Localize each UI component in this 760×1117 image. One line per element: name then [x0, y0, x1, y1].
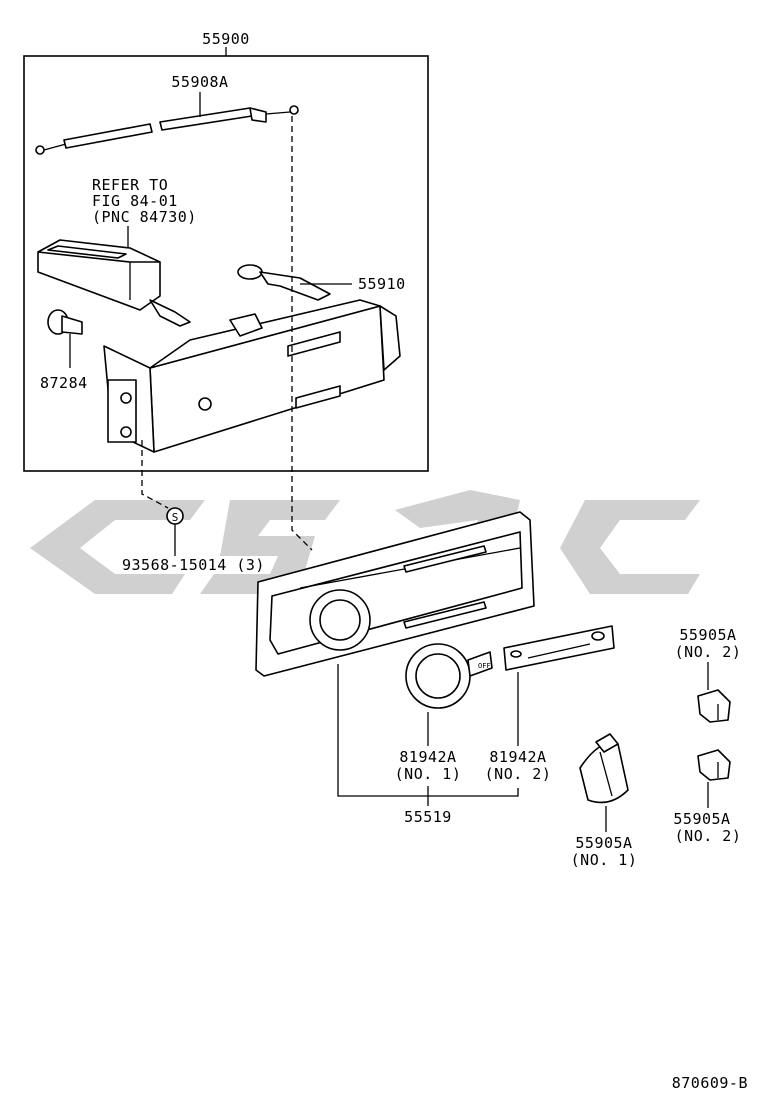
callout-55519: 55519	[404, 808, 452, 826]
dial-off-text: OFF	[478, 662, 491, 670]
screw: S	[166, 507, 184, 556]
control-unit-housing	[103, 299, 401, 453]
callout-55905a-no2-bottom: 55905A	[673, 810, 730, 828]
callout-81942a-no1: 81942A	[399, 748, 456, 766]
bulb	[47, 309, 83, 368]
refer-note-line2: FIG 84-01	[92, 192, 178, 210]
control-cable	[35, 92, 299, 155]
callout-93568-15014: 93568-15014 (3)	[122, 556, 265, 574]
callout-55905a-no2-bottom-sub: (NO. 2)	[675, 827, 742, 845]
callout-55908a: 55908A	[171, 73, 228, 91]
rotary-knob	[579, 733, 629, 832]
callout-81942a-no1-sub: (NO. 1)	[395, 765, 462, 783]
slide-knob-bottom	[697, 749, 731, 781]
switch-plate	[237, 264, 352, 301]
screw-marker: S	[172, 511, 179, 524]
callout-87284: 87284	[40, 374, 88, 392]
callout-81942a-no2: 81942A	[489, 748, 546, 766]
figure-id: 870609-B	[672, 1074, 748, 1092]
callout-55905a-no2-top: 55905A	[679, 626, 736, 644]
callout-55910: 55910	[358, 275, 406, 293]
callout-81942a-no2-sub: (NO. 2)	[485, 765, 552, 783]
callout-55900: 55900	[202, 30, 250, 48]
indicator-strip	[503, 625, 615, 671]
refer-note-line3: (PNC 84730)	[92, 208, 197, 226]
blower-switch	[37, 239, 191, 327]
dial-ring: OFF	[405, 643, 493, 709]
callout-55905a-no1-sub: (NO. 1)	[571, 851, 638, 869]
slide-knob-top	[697, 689, 731, 723]
callout-55905a-no1: 55905A	[575, 834, 632, 852]
front-panel	[255, 511, 535, 677]
refer-note-line1: REFER TO	[92, 176, 168, 194]
callout-55905a-no2-top-sub: (NO. 2)	[675, 643, 742, 661]
